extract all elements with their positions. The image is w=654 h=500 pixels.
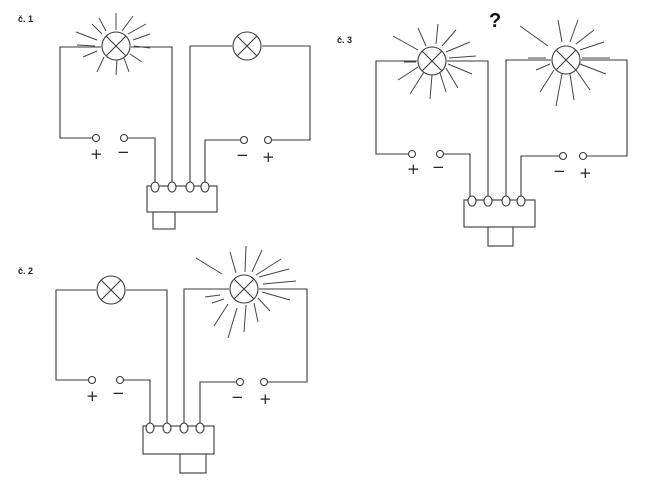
bulb-right-lit [551, 45, 581, 75]
bulb-left-lit [101, 31, 131, 61]
bulb-rays-left [392, 23, 477, 100]
circuit-1: + − − + [59, 13, 311, 230]
bulb-left-lit [417, 46, 447, 76]
minus-sign: − [236, 146, 249, 164]
minus-sign: − [117, 143, 130, 161]
power-source [146, 181, 218, 230]
terminal [119, 133, 129, 143]
label-circuit-2: č. 2 [18, 266, 33, 276]
circuit-3: + − − + [375, 19, 628, 247]
circuit-2: + − − + [55, 245, 308, 474]
power-source [142, 422, 215, 474]
bulb-right-lit [229, 274, 259, 304]
bulb-left-unlit [96, 275, 126, 305]
terminal [407, 149, 417, 159]
terminal [558, 151, 568, 161]
bulb-rays-right [195, 245, 297, 339]
terminal [578, 151, 588, 161]
label-circuit-3: č. 3 [337, 35, 352, 45]
plus-sign: + [86, 387, 99, 405]
plus-sign: + [579, 164, 592, 182]
bulb-right-unlit [232, 31, 262, 61]
plus-sign: + [259, 390, 272, 408]
terminal [115, 375, 125, 385]
minus-sign: − [231, 388, 244, 406]
terminal [235, 377, 245, 387]
minus-sign: − [553, 162, 566, 180]
minus-sign: − [432, 158, 445, 176]
terminal [259, 377, 269, 387]
plus-sign: + [262, 148, 275, 166]
plus-sign: + [407, 160, 420, 178]
terminal [91, 133, 101, 143]
terminal [435, 149, 445, 159]
question-mark: ? [489, 10, 501, 32]
minus-sign: − [112, 384, 125, 402]
terminal [87, 375, 97, 385]
power-source [463, 195, 536, 247]
bulb-rays-left [75, 13, 151, 76]
terminal [263, 135, 273, 145]
plus-sign: + [90, 145, 103, 163]
bulb-rays-right [519, 19, 610, 107]
terminal [239, 135, 249, 145]
label-circuit-1: č. 1 [18, 14, 33, 24]
